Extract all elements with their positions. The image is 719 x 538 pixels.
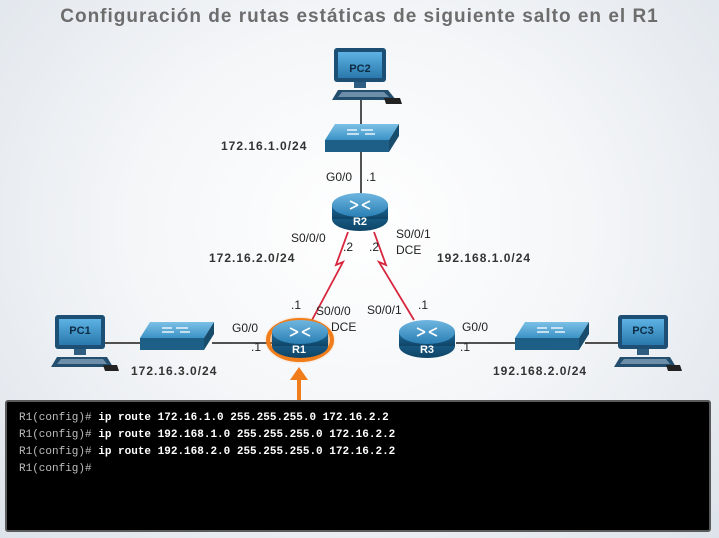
cli-prompt: R1(config)# xyxy=(19,446,92,458)
cli-command: ip route 192.168.1.0 255.255.255.0 172.1… xyxy=(91,429,396,441)
links xyxy=(100,100,625,344)
cli-line: R1(config)# ip route 192.168.1.0 255.255… xyxy=(19,429,395,441)
r2-s000-ip: .2 xyxy=(343,240,354,254)
cli-line: R1(config)# xyxy=(19,463,92,475)
router-r1-icon xyxy=(272,320,328,358)
r2-g00-ip: .1 xyxy=(366,170,377,184)
switch-r1-lan-icon xyxy=(140,322,214,350)
r1-pointer-arrow xyxy=(290,367,308,400)
r2-s000-label: S0/0/0 xyxy=(291,231,326,245)
switch-r2-lan-icon xyxy=(325,124,399,152)
r1-g00-ip: .1 xyxy=(251,340,262,354)
r3-g00-ip: .1 xyxy=(460,340,471,354)
pc2-icon xyxy=(332,48,402,104)
r2-g00-label: G0/0 xyxy=(326,170,353,184)
pc3-icon xyxy=(614,315,682,371)
serial-link-r2-r3 xyxy=(373,231,415,321)
serial-link-r1-r2 xyxy=(311,231,349,321)
pc2-label: PC2 xyxy=(349,63,370,75)
r3-s001-label: S0/0/1 xyxy=(367,303,402,317)
r3-label: R3 xyxy=(420,344,434,356)
switch-r3-lan-icon xyxy=(515,322,589,350)
cli-line: R1(config)# ip route 192.168.2.0 255.255… xyxy=(19,446,395,458)
r1-label: R1 xyxy=(292,344,306,356)
router-r2-icon xyxy=(332,193,388,231)
r1-s000-label: S0/0/0 xyxy=(316,304,351,318)
r2-dce-label: DCE xyxy=(396,243,422,257)
r1-dce-label: DCE xyxy=(331,320,357,334)
cli-prompt: R1(config)# xyxy=(19,429,92,441)
network-label-wan-r2-r3: 192.168.1.0/24 xyxy=(437,251,532,265)
cli-command: ip route 192.168.2.0 255.255.255.0 172.1… xyxy=(91,446,396,458)
pc1-icon xyxy=(51,315,119,371)
r3-s001-ip: .1 xyxy=(418,298,429,312)
network-label-lan-r3: 192.168.2.0/24 xyxy=(493,364,588,378)
topology-diagram: PC2 R2 R1 R3 xyxy=(51,48,682,400)
network-label-lan-r1: 172.16.3.0/24 xyxy=(131,364,218,378)
r2-label: R2 xyxy=(353,216,367,228)
diagram-title: Configuración de rutas estáticas de sigu… xyxy=(60,6,659,27)
pc3-label: PC3 xyxy=(632,325,653,337)
router-r3-icon xyxy=(399,320,455,358)
r2-s001-label: S0/0/1 xyxy=(396,227,431,241)
network-label-wan-r1-r2: 172.16.2.0/24 xyxy=(209,251,296,265)
r1-s000-ip: .1 xyxy=(291,298,302,312)
cli-command: ip route 172.16.1.0 255.255.255.0 172.16… xyxy=(91,412,389,424)
r3-g00-label: G0/0 xyxy=(462,320,489,334)
cli-prompt: R1(config)# xyxy=(19,463,92,475)
cli-terminal[interactable]: R1(config)# ip route 172.16.1.0 255.255.… xyxy=(5,400,711,532)
cli-prompt: R1(config)# xyxy=(19,412,92,424)
r1-g00-label: G0/0 xyxy=(232,321,259,335)
pc1-label: PC1 xyxy=(69,325,90,337)
r2-s001-ip: .2 xyxy=(369,240,380,254)
cli-line: R1(config)# ip route 172.16.1.0 255.255.… xyxy=(19,412,389,424)
network-label-lan-r2: 172.16.1.0/24 xyxy=(221,139,308,153)
